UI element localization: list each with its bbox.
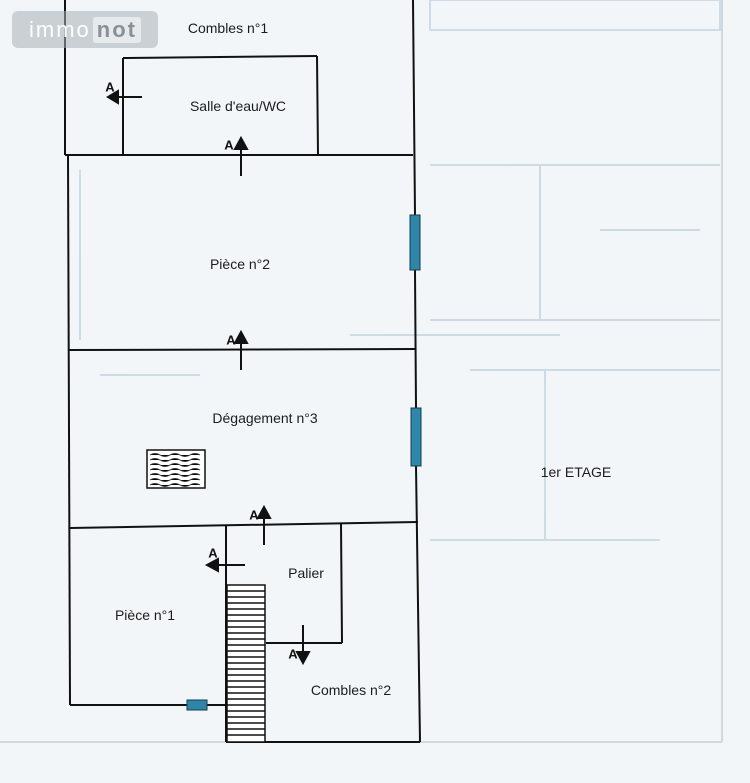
window-degagement3 xyxy=(410,407,422,467)
floor-label: 1er ETAGE xyxy=(540,464,612,480)
faint-background-plan xyxy=(79,0,721,541)
room-label-degagement3: Dégagement n°3 xyxy=(212,410,318,426)
arrow-letter-a-piece2: A xyxy=(226,332,236,348)
walls xyxy=(64,0,421,743)
room-label-piece1: Pièce n°1 xyxy=(114,607,176,623)
watermark-text-part2: not xyxy=(92,16,141,43)
staircase xyxy=(226,584,266,743)
hatched-element xyxy=(146,449,206,489)
room-label-salle-eau: Salle d'eau/WC xyxy=(189,98,287,114)
arrow-letter-a-palier: A xyxy=(208,545,218,561)
window-piece1 xyxy=(186,699,208,711)
room-label-palier: Palier xyxy=(288,565,324,581)
arrow-letter-a-combles2: A xyxy=(288,646,298,662)
room-label-piece2: Pièce n°2 xyxy=(209,256,271,272)
window-piece2 xyxy=(409,214,421,271)
watermark-logo: immo not xyxy=(12,11,158,48)
room-label-combles2: Combles n°2 xyxy=(310,682,392,698)
watermark-text-part1: immo xyxy=(29,16,91,42)
arrow-letter-a-salle-bottom: A xyxy=(224,137,234,153)
room-label-combles1: Combles n°1 xyxy=(187,20,269,36)
access-arrows xyxy=(106,89,311,666)
arrow-letter-a-degagement: A xyxy=(249,507,259,523)
arrow-letter-a-salle-left: A xyxy=(105,79,115,95)
